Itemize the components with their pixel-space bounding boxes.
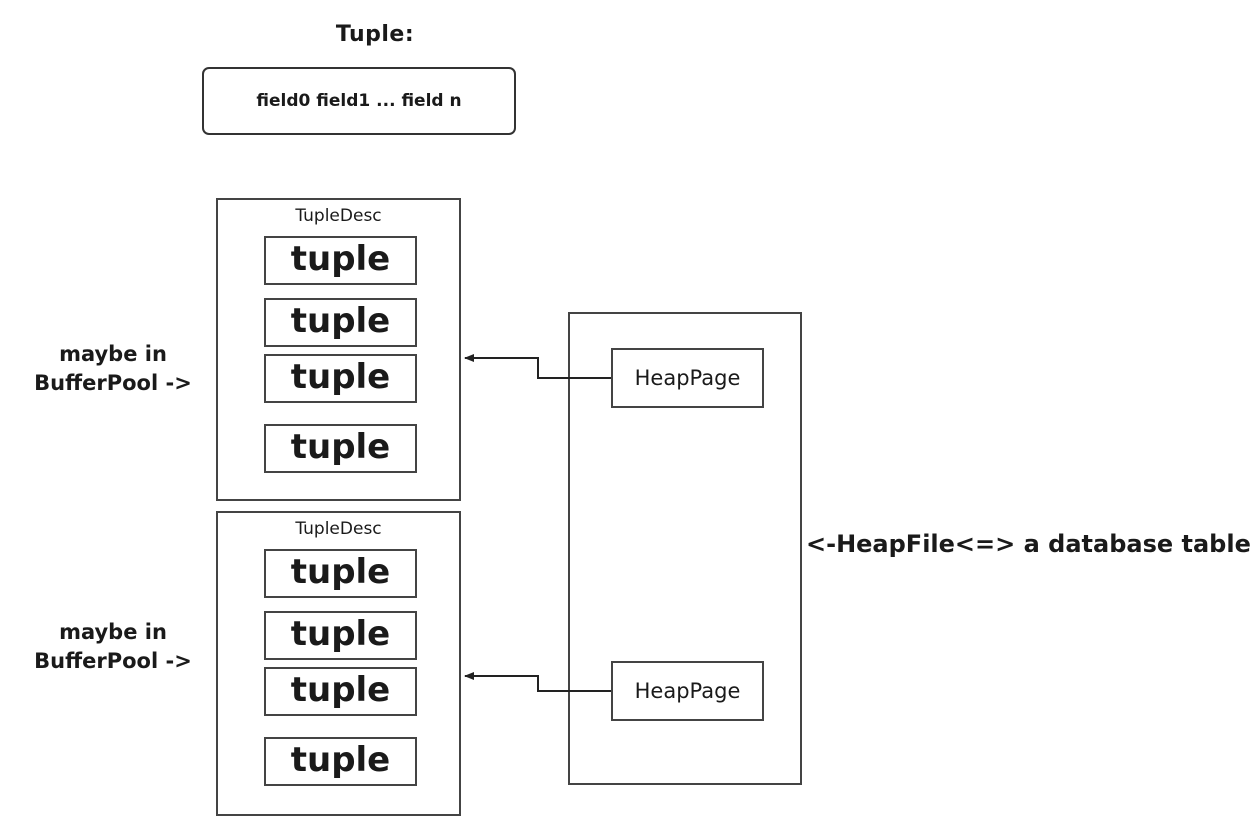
tuple-row: tuple xyxy=(264,236,417,285)
heap-page-box-2: HeapPage xyxy=(611,661,764,721)
heap-page-2-arrow xyxy=(464,672,611,692)
tuple-row: tuple xyxy=(264,737,417,786)
buffer-pool-label-2: maybe in BufferPool -> xyxy=(18,618,208,677)
buffer-pool-label-line1: maybe in xyxy=(59,342,167,366)
buffer-pool-label-line2: BufferPool -> xyxy=(34,649,192,674)
tuple-row: tuple xyxy=(264,354,417,403)
buffer-pool-label-line2: BufferPool -> xyxy=(34,371,192,396)
heap-page-label: HeapPage xyxy=(634,679,741,703)
heap-file-box xyxy=(568,312,802,785)
page-block-1: TupleDesc tuple tuple tuple tuple xyxy=(216,198,461,501)
buffer-pool-label-1: maybe in BufferPool -> xyxy=(18,340,208,399)
tuple-row: tuple xyxy=(264,611,417,660)
heap-page-label: HeapPage xyxy=(634,366,741,390)
heap-page-box-1: HeapPage xyxy=(611,348,764,408)
tuple-desc-label: TupleDesc xyxy=(295,519,382,539)
tuple-row: tuple xyxy=(264,549,417,598)
heap-file-label: <-HeapFile<=> a database table xyxy=(806,530,1250,558)
tuple-row: tuple xyxy=(264,667,417,716)
tuple-row: tuple xyxy=(264,298,417,347)
tuple-desc-label: TupleDesc xyxy=(295,206,382,226)
tuple-fields-text: field0 field1 ... field n xyxy=(256,91,462,111)
tuple-title: Tuple: xyxy=(335,22,415,47)
tuple-fields-box: field0 field1 ... field n xyxy=(202,67,516,135)
page-block-2: TupleDesc tuple tuple tuple tuple xyxy=(216,511,461,816)
tuple-row: tuple xyxy=(264,424,417,473)
buffer-pool-label-line1: maybe in xyxy=(59,620,167,644)
heap-page-1-arrow xyxy=(464,354,611,379)
